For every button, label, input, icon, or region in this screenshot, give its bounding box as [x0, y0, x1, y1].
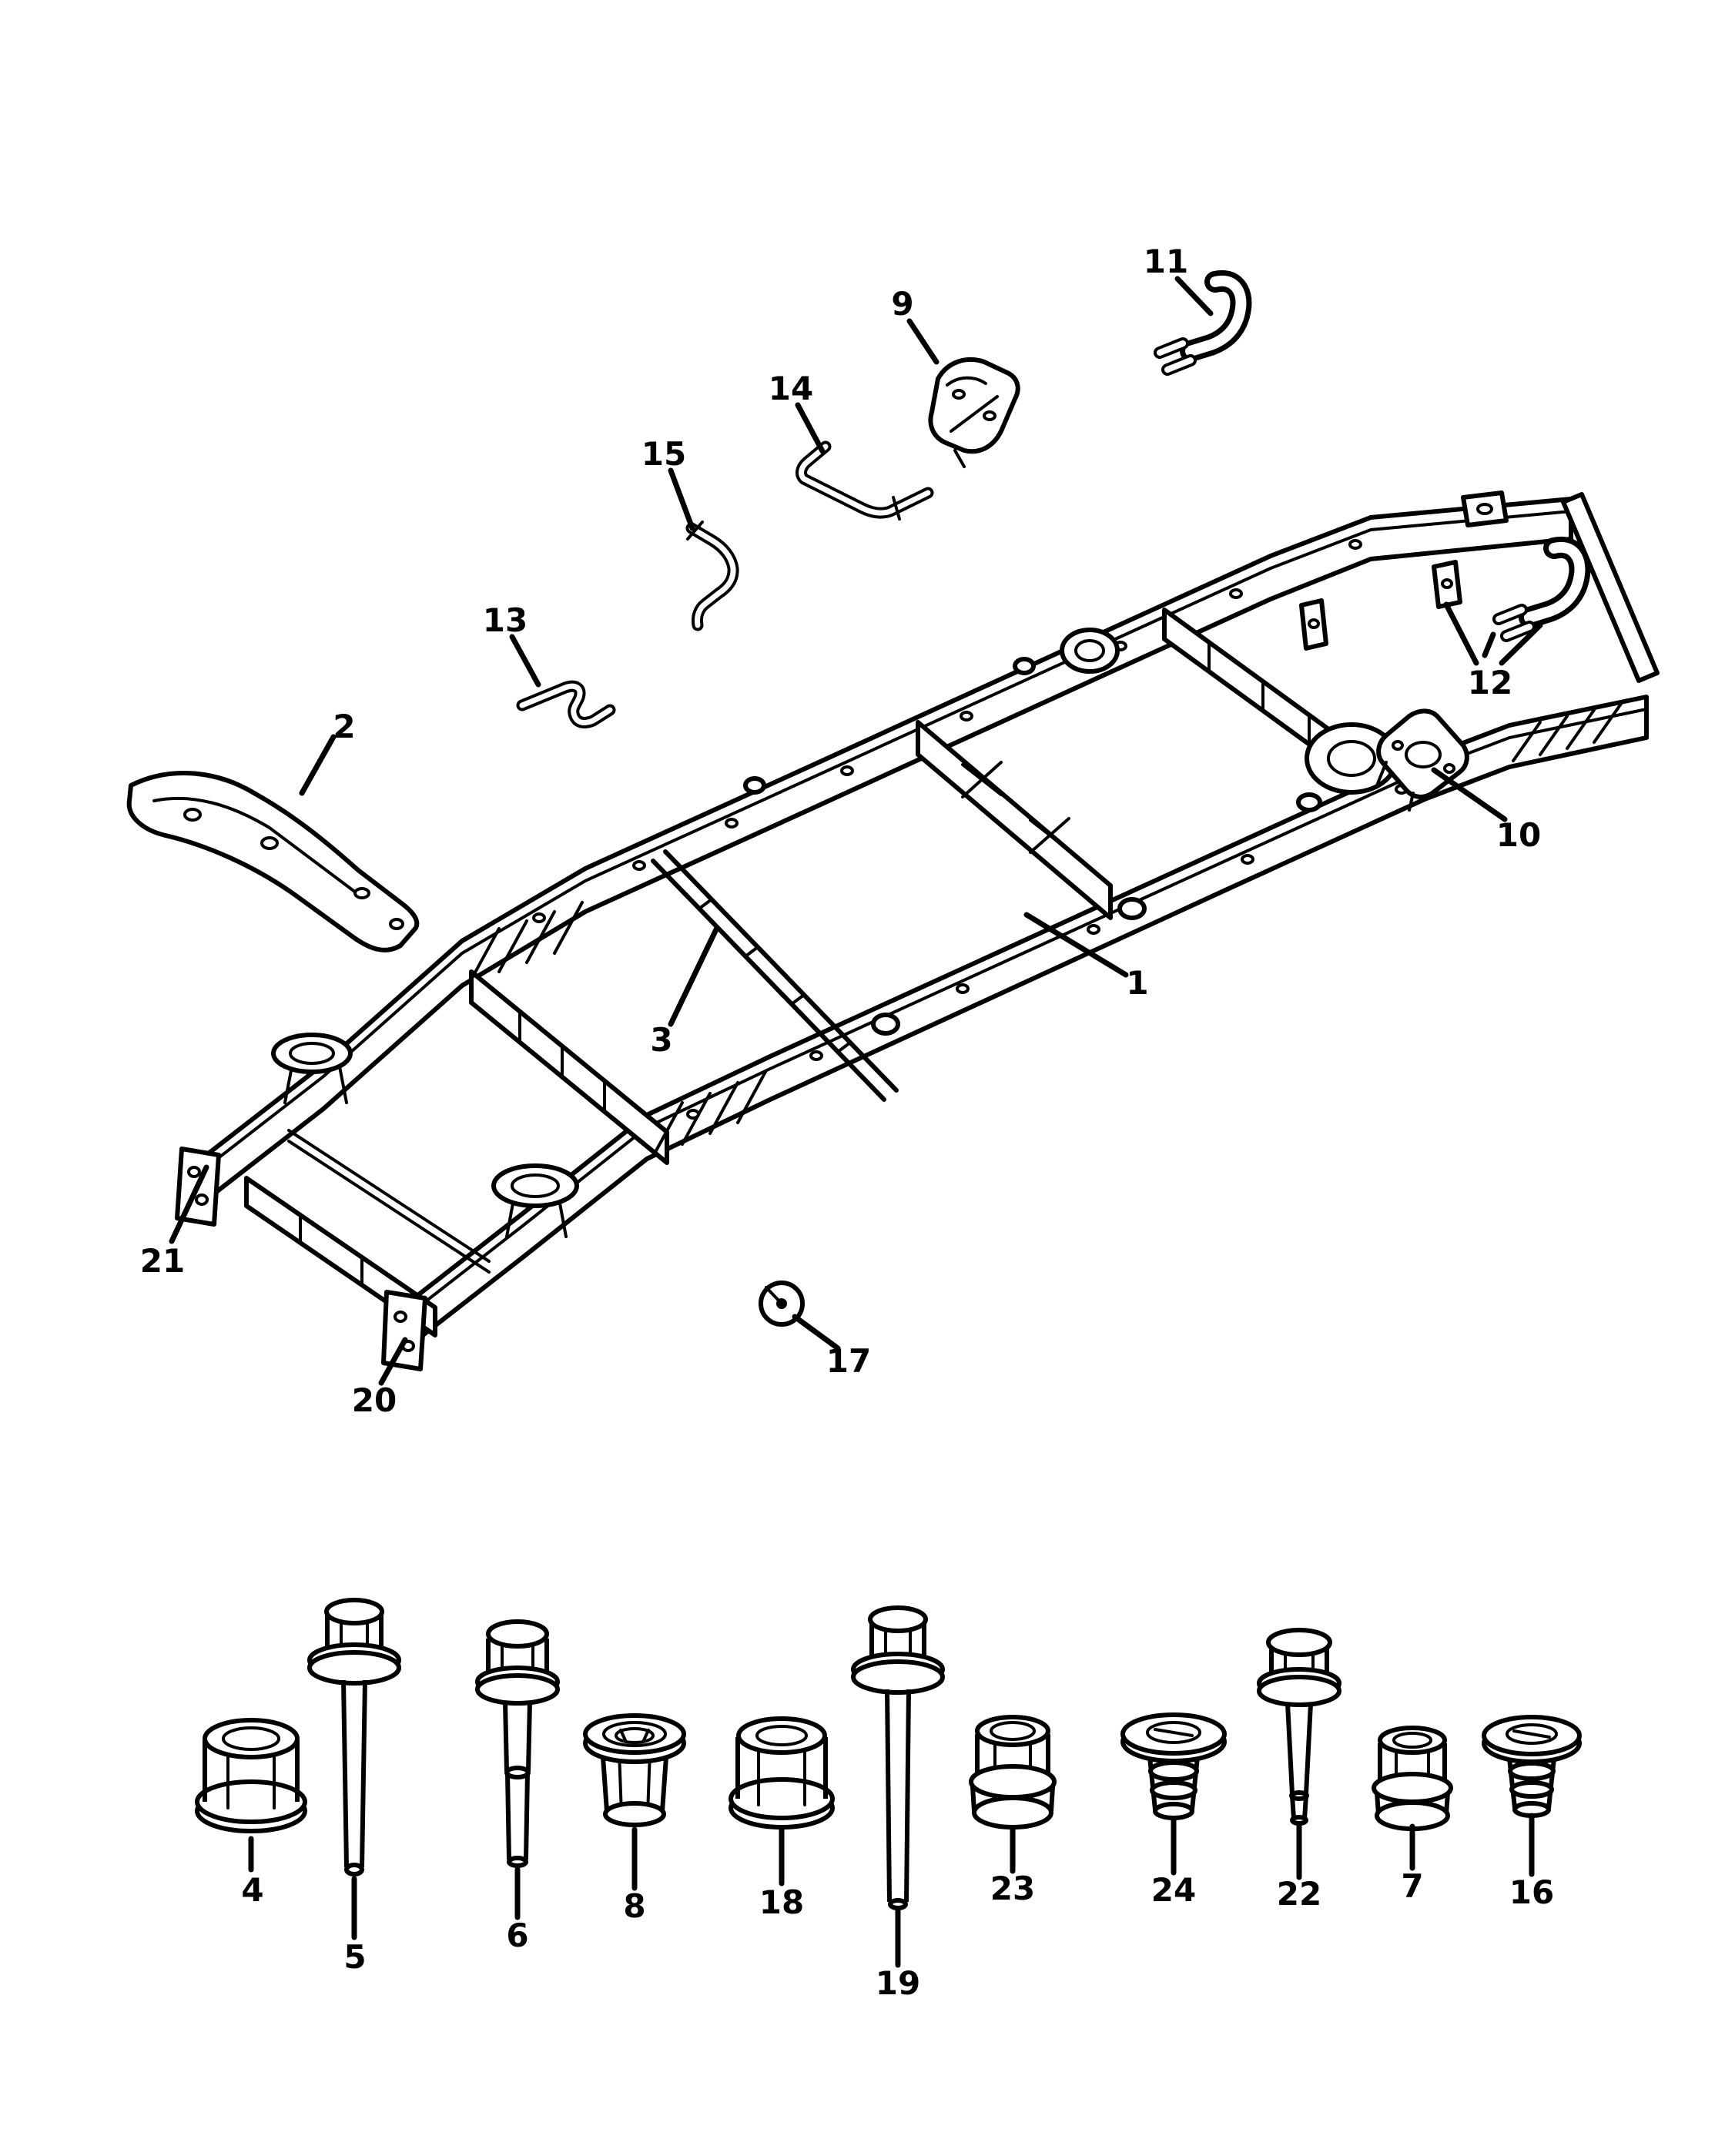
part-4-hex-flange-nut-icon [195, 1718, 307, 1833]
part-11-tow-hook-icon [1154, 270, 1252, 376]
part-2-crossmember-support-bracket-icon [126, 770, 420, 952]
leader-21 [169, 1164, 209, 1244]
far-rail-truss-hatch [470, 901, 584, 981]
body-mount-tabs [743, 657, 1322, 1036]
mid-crossmember [916, 720, 1113, 920]
rear-crossmember [1561, 492, 1660, 683]
near-front-bracket [381, 1290, 427, 1371]
near-side-rail [410, 695, 1649, 1346]
leader-lines [169, 276, 1543, 1968]
callout-21-label: 21 [140, 1242, 185, 1280]
callout-23-label: 23 [990, 1870, 1035, 1907]
part-17-plug-icon [759, 1281, 805, 1327]
leader-1 [1023, 912, 1129, 978]
callout-13-label: 13 [483, 601, 528, 639]
part-8-flanged-sleeve-nut-icon [583, 1713, 686, 1827]
part-22-hex-flange-bolt-icon [1257, 1628, 1341, 1826]
leader-12-tick [1482, 631, 1496, 658]
part-6-hex-flange-bolt-icon [475, 1619, 560, 1868]
leader-10 [1431, 767, 1508, 822]
part-7-hex-lock-nut-icon [1372, 1726, 1453, 1831]
callout-1-label: 1 [1126, 964, 1148, 1002]
leader-17 [792, 1314, 841, 1351]
part-19-hex-flange-bolt-long-icon [851, 1605, 945, 1910]
part-16-body-mount-bushing-icon [1482, 1715, 1582, 1818]
front-spring-towers [271, 1033, 579, 1274]
mid-crossmember-brace [961, 763, 1003, 796]
leader-13 [509, 634, 541, 688]
callout-15-label: 15 [641, 435, 686, 473]
callout-18-label: 18 [759, 1883, 804, 1921]
callout-2-label: 2 [333, 708, 355, 745]
callout-5-label: 5 [343, 1938, 366, 1976]
part-3-transmission-crossmember-icon [651, 849, 899, 1102]
part-18-hex-flange-nut-icon [729, 1716, 835, 1830]
callout-3-label: 3 [650, 1021, 672, 1059]
leader-9 [906, 318, 940, 365]
callout-12-label: 12 [1468, 664, 1512, 701]
part-24-body-mount-bushing-icon [1120, 1712, 1227, 1820]
callout-6-label: 6 [506, 1917, 528, 1954]
callout-8-label: 8 [623, 1887, 645, 1925]
leader-11 [1174, 276, 1214, 316]
leader-15 [668, 467, 695, 531]
part-12-tow-hook-icon [1492, 536, 1591, 642]
truck-frame-illustration [175, 490, 1660, 1371]
callout-10-label: 10 [1496, 816, 1541, 854]
leader-12a [1443, 601, 1479, 666]
callout-14-label: 14 [769, 370, 813, 407]
engine-crossmember [469, 969, 669, 1165]
far-rail-flange-line [205, 510, 1573, 1169]
leader-14 [795, 402, 826, 454]
near-rail-flange-line [410, 708, 1648, 1314]
callout-7-label: 7 [1401, 1867, 1423, 1905]
leader-3 [668, 926, 719, 1027]
part-14-bent-rod-icon [796, 440, 934, 521]
callout-11-label: 11 [1144, 243, 1188, 280]
callout-17-label: 17 [826, 1342, 871, 1380]
hardware-row [195, 1598, 1582, 1910]
callout-19-label: 19 [876, 1964, 920, 2002]
far-side-rail [204, 497, 1573, 1202]
callout-4-label: 4 [241, 1871, 263, 1909]
part-5-hex-flange-bolt-long-icon [307, 1598, 401, 1876]
part-15-bent-rod-icon [685, 521, 739, 631]
callout-16-label: 16 [1509, 1873, 1554, 1911]
leader-20 [378, 1337, 408, 1386]
part-9-mount-bracket-icon [928, 357, 1020, 468]
callout-22-label: 22 [1277, 1875, 1321, 1913]
mid-crossmember-brace [1029, 819, 1070, 852]
part-23-hex-lock-nut-icon [969, 1715, 1057, 1830]
part-13-bent-rod-icon [516, 680, 616, 728]
callout-labels: 1 2 3 4 5 6 7 8 9 10 11 12 13 14 15 16 1… [140, 243, 1554, 2002]
leader-12b [1499, 622, 1543, 666]
callout-20-label: 20 [352, 1381, 397, 1419]
callout-9-label: 9 [891, 285, 913, 323]
leader-2 [299, 734, 337, 796]
callout-24-label: 24 [1151, 1871, 1196, 1909]
